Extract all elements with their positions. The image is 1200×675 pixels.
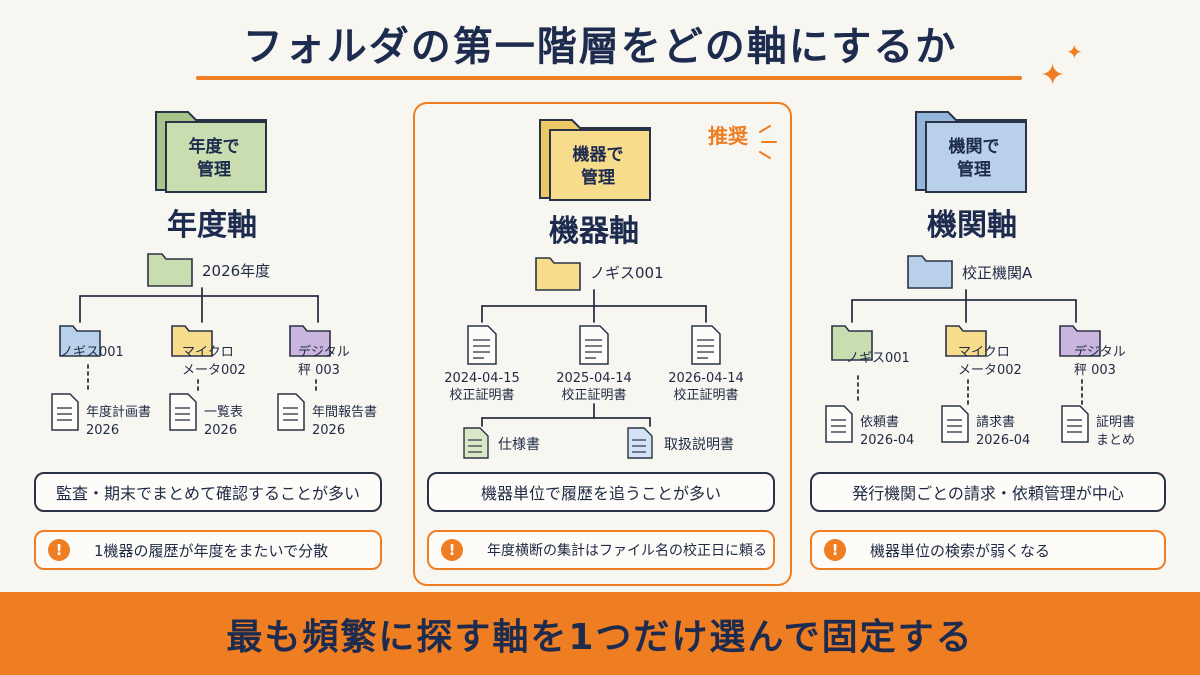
big-folder-label: 年度で 管理 [188,137,240,180]
folder-icon-blue [59,325,101,357]
certificate-label: 2025-04-14 校正証明書 [556,371,632,403]
warning-text: 年度横断の集計はファイル名の校正日に頼る [487,543,767,559]
document-label: 依頼書 2026-04 [860,415,915,448]
warning-text: 機器単位の検索が弱くなる [870,541,1051,560]
child-folder-label: ノギス001 [60,345,124,360]
exclamation-icon: ! [48,539,70,561]
folder-icon-yellow [171,325,213,357]
document-icon [825,405,853,443]
folder-icon-green [147,253,193,287]
folder-icon-green [831,325,873,361]
recommended-column-frame [413,102,792,586]
document-icon [941,405,969,443]
document-icon [579,325,609,365]
folder-icon-blue [907,255,953,289]
info-box: 機器単位で履歴を追うことが多い [427,472,775,512]
axis-title: 機関軸 [927,208,1017,243]
emphasis-lines-icon [759,125,777,159]
child-folder-label: マイクロ メータ002 [958,345,1022,378]
axis-title: 年度軸 [167,208,257,243]
conclusion-banner: 最も頻繁に探す軸を1つだけ選んで固定する [0,592,1200,675]
document-icon [277,393,305,431]
child-folder-label: デジタル 秤 003 [298,345,350,378]
title-underline [196,76,1022,80]
document-label: 一覧表 2026 [204,405,244,438]
document-icon [51,393,79,431]
document-icon-blue [627,427,653,459]
certificate-label: 2026-04-14 校正証明書 [668,371,744,403]
big-folder-label: 機器で 管理 [572,145,624,188]
root-folder-label: ノギス001 [590,264,664,282]
folder-icon-yellow [945,325,987,357]
child-folder-label: マイクロ メータ002 [182,345,246,378]
big-folder-label: 機関で 管理 [948,137,1000,180]
root-folder-label: 校正機関A [962,264,1033,282]
recommend-badge: 推奨 [708,124,748,148]
document-label: 年間報告書 2026 [312,405,378,438]
folder-icon-purple [289,325,331,357]
big-folder-icon-yellow [539,119,651,201]
info-box: 監査・期末でまとめて確認することが多い [34,472,382,512]
warning-box: ! 年度横断の集計はファイル名の校正日に頼る [427,530,775,570]
sparkle-icon: ✦ [1040,58,1066,93]
sparkle-icon-small: ✦ [1066,40,1083,64]
document-icon [691,325,721,365]
document-icon-green [463,427,489,459]
page-title: フォルダの第一階層をどの軸にするか [242,24,958,70]
document-label: 取扱説明書 [664,437,734,453]
child-folder-label: ノギス001 [846,351,910,366]
certificate-label: 2024-04-15 校正証明書 [444,371,520,403]
folder-icon-yellow [535,257,581,291]
folder-icon-purple [1059,325,1101,357]
info-box: 発行機関ごとの請求・依頼管理が中心 [810,472,1166,512]
document-icon [1061,405,1089,443]
document-label: 請求書 2026-04 [976,415,1031,448]
document-icon [467,325,497,365]
document-label: 証明書 まとめ [1096,415,1136,448]
child-folder-label: デジタル 秤 003 [1074,345,1126,378]
exclamation-icon: ! [824,539,846,561]
exclamation-icon: ! [441,539,463,561]
warning-box: ! 1機器の履歴が年度をまたいで分散 [34,530,382,570]
axis-title: 機器軸 [549,214,639,249]
document-label: 仕様書 [498,437,540,453]
document-icon [169,393,197,431]
big-folder-icon-green [155,111,267,193]
warning-text: 1機器の履歴が年度をまたいで分散 [94,541,329,560]
root-folder-label: 2026年度 [202,262,271,280]
warning-box: ! 機器単位の検索が弱くなる [810,530,1166,570]
document-label: 年度計画書 2026 [86,405,152,438]
big-folder-icon-blue [915,111,1027,193]
